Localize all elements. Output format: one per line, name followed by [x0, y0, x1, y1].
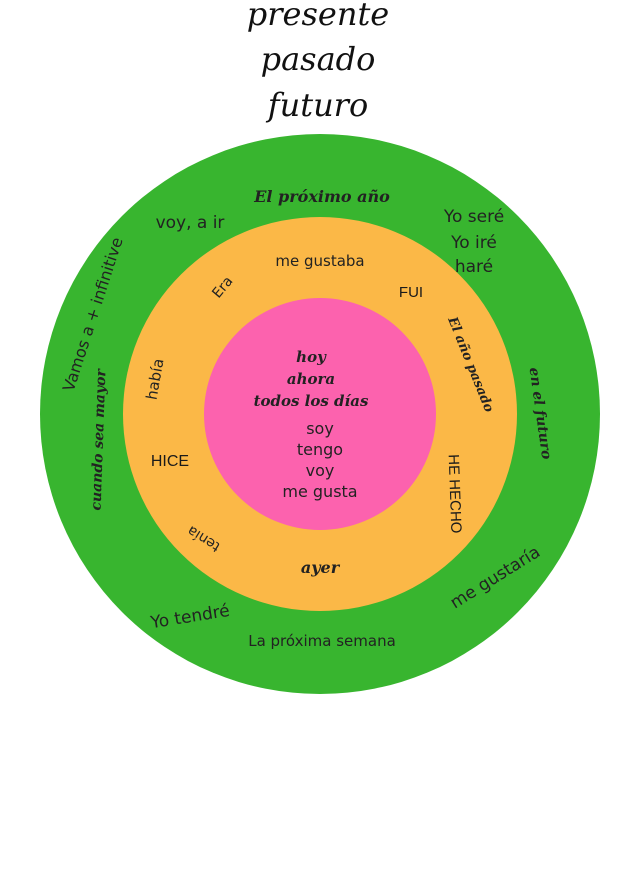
label-todos-los-dias: todos los días [254, 392, 369, 410]
label-ayer: ayer [301, 558, 341, 577]
label-hice: HICE [151, 453, 189, 470]
label-la-proxima-semana: La próxima semana [248, 632, 396, 650]
label-hare: haré [455, 257, 493, 277]
label-voy-a-ir: voy, a ir [156, 213, 225, 233]
label-el-proximo-ano: El próximo año [253, 187, 390, 206]
label-me-gusta: me gusta [282, 482, 357, 501]
title-presente: presente [247, 0, 389, 33]
label-cuando-sea-mayor: cuando sea mayor [89, 367, 110, 511]
inner-circle-presente [204, 298, 436, 530]
label-ahora: ahora [287, 370, 335, 388]
label-voy: voy [306, 461, 335, 480]
title-pasado: pasado [261, 40, 376, 78]
label-yo-ire: Yo iré [450, 233, 497, 253]
presente-labels: hoy ahora todos los días soy tengo voy m… [254, 348, 369, 501]
diagram-title: presente pasado futuro [247, 0, 389, 124]
label-yo-sere: Yo seré [443, 207, 504, 227]
label-hoy: hoy [296, 348, 327, 366]
label-me-gustaba: me gustaba [275, 252, 364, 270]
title-futuro: futuro [266, 86, 368, 124]
label-fui: FUI [399, 284, 423, 301]
label-he-hecho: HE HECHO [445, 454, 465, 534]
label-tengo: tengo [297, 440, 343, 459]
label-soy: soy [306, 419, 334, 438]
